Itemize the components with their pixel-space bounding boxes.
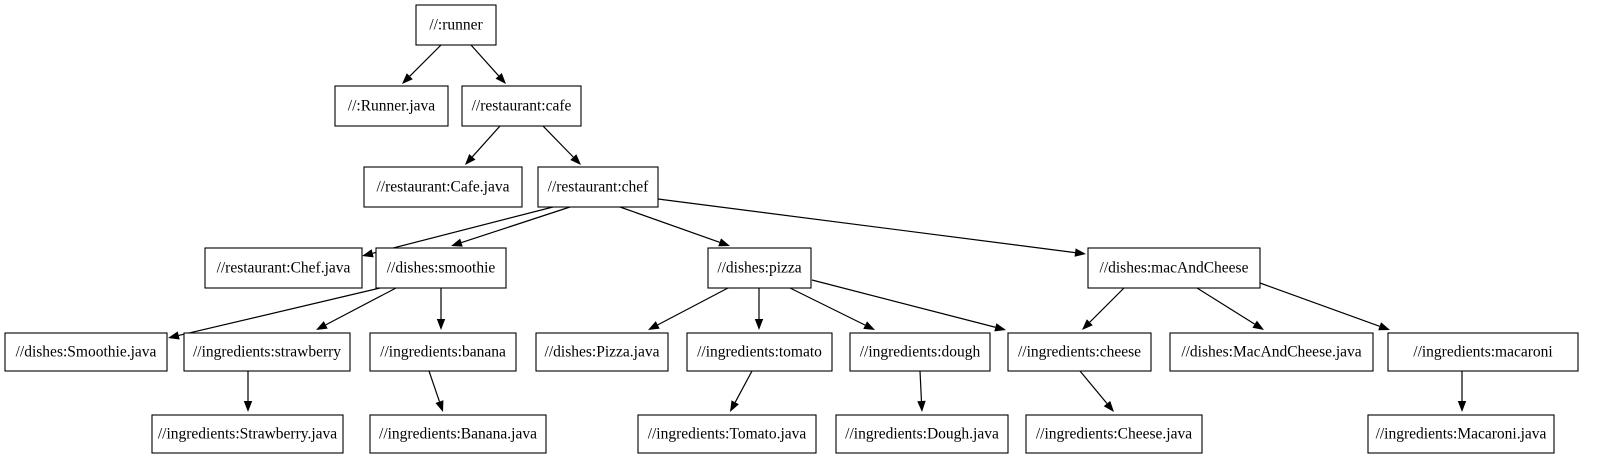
graph-node-Tomato.java[interactable]: //ingredients:Tomato.java	[637, 414, 817, 454]
node-box-Macaroni.java	[1367, 414, 1555, 454]
graph-node-cheese[interactable]: //ingredients:cheese	[1007, 332, 1152, 372]
edge-chef-to-smoothie	[451, 206, 571, 247]
node-label-Dough.java: //ingredients:Dough.java	[845, 426, 999, 443]
node-box-macAndCheese	[1087, 247, 1261, 289]
node-box-Banana.java	[369, 414, 547, 454]
graph-node-Cafe.java[interactable]: //restaurant:Cafe.java	[363, 166, 523, 208]
node-box-Dough.java	[835, 414, 1009, 454]
node-box-chef	[537, 166, 659, 208]
node-label-cheese: //ingredients:cheese	[1018, 344, 1141, 361]
graph-node-macAndCheese[interactable]: //dishes:macAndCheese	[1087, 247, 1261, 289]
node-layer: //:runner //:Runner.java //restaurant:cafe…	[4, 4, 1579, 454]
node-box-pizza	[707, 247, 812, 289]
edge-cafe-to-Cafe.java	[465, 125, 501, 165]
graph-node-Chef.java[interactable]: //restaurant:Chef.java	[204, 247, 363, 289]
graph-node-strawberry[interactable]: //ingredients:strawberry	[183, 332, 351, 372]
node-box-macaroni	[1387, 332, 1579, 372]
node-label-Runner.java: //:Runner.java	[348, 98, 436, 115]
node-label-runner: //:runner	[429, 17, 483, 34]
edge-banana-to-Banana.java	[428, 370, 444, 412]
edge-runner-to-cafe	[470, 44, 506, 84]
graph-node-banana[interactable]: //ingredients:banana	[369, 332, 517, 372]
node-box-Strawberry.java	[151, 414, 344, 454]
graph-node-Pizza.java[interactable]: //dishes:Pizza.java	[535, 332, 669, 372]
node-label-smoothie: //dishes:smoothie	[387, 260, 496, 277]
node-box-Runner.java	[334, 85, 449, 127]
node-box-Cheese.java	[1025, 414, 1203, 454]
node-label-tomato: //ingredients:tomato	[697, 344, 822, 361]
node-label-chef: //restaurant:chef	[548, 179, 650, 196]
edge-macAndCheese-to-macaroni	[1259, 282, 1390, 331]
node-box-runner	[415, 4, 497, 46]
node-box-cafe	[461, 85, 582, 127]
graph-node-Dough.java[interactable]: //ingredients:Dough.java	[835, 414, 1009, 454]
edge-tomato-to-Tomato.java	[730, 370, 753, 412]
node-label-Tomato.java: //ingredients:Tomato.java	[648, 426, 807, 443]
node-box-tomato	[686, 332, 833, 372]
node-box-strawberry	[183, 332, 351, 372]
node-box-smoothie	[375, 247, 507, 289]
graph-node-smoothie[interactable]: //dishes:smoothie	[375, 247, 507, 289]
graph-node-chef[interactable]: //restaurant:chef	[537, 166, 659, 208]
graph-node-runner[interactable]: //:runner	[415, 4, 497, 46]
graph-node-Smoothie.java[interactable]: //dishes:Smoothie.java	[4, 332, 168, 372]
edge-pizza-to-tomato	[754, 288, 764, 330]
graph-node-Banana.java[interactable]: //ingredients:Banana.java	[369, 414, 547, 454]
graph-node-macaroni[interactable]: //ingredients:macaroni	[1387, 332, 1579, 372]
node-box-dough	[849, 332, 991, 372]
node-label-strawberry: //ingredients:strawberry	[193, 344, 341, 361]
node-box-cheese	[1007, 332, 1152, 372]
graph-node-pizza[interactable]: //dishes:pizza	[707, 247, 812, 289]
node-box-Tomato.java	[637, 414, 817, 454]
node-box-Pizza.java	[535, 332, 669, 372]
graph-node-Cheese.java[interactable]: //ingredients:Cheese.java	[1025, 414, 1203, 454]
graph-node-Runner.java[interactable]: //:Runner.java	[334, 85, 449, 127]
edge-smoothie-to-strawberry	[316, 287, 397, 330]
edge-chef-to-macAndCheese	[657, 198, 1086, 257]
edge-runner-to-Runner.java	[402, 44, 442, 84]
node-label-banana: //ingredients:banana	[380, 344, 506, 361]
node-box-Chef.java	[204, 247, 363, 289]
graph-node-cafe[interactable]: //restaurant:cafe	[461, 85, 582, 127]
graph-node-MacAndCheese.java[interactable]: //dishes:MacAndCheese.java	[1169, 332, 1374, 372]
node-label-Cafe.java: //restaurant:Cafe.java	[377, 179, 510, 196]
graph-node-tomato[interactable]: //ingredients:tomato	[686, 332, 833, 372]
node-label-macAndCheese: //dishes:macAndCheese	[1100, 260, 1249, 277]
edge-smoothie-to-banana	[436, 288, 446, 330]
edge-macAndCheese-to-MacAndCheese.java	[1196, 287, 1264, 330]
node-label-Strawberry.java: //ingredients:Strawberry.java	[158, 426, 337, 443]
node-label-MacAndCheese.java: //dishes:MacAndCheese.java	[1181, 344, 1361, 361]
node-label-Cheese.java: //ingredients:Cheese.java	[1036, 426, 1192, 443]
edge-chef-to-pizza	[619, 206, 730, 247]
node-label-Chef.java: //restaurant:Chef.java	[217, 260, 351, 277]
node-label-dough: //ingredients:dough	[860, 344, 981, 361]
node-label-macaroni: //ingredients:macaroni	[1413, 344, 1553, 361]
edge-cheese-to-Cheese.java	[1079, 370, 1114, 412]
edge-pizza-to-dough	[789, 287, 875, 330]
graph-node-dough[interactable]: //ingredients:dough	[849, 332, 991, 372]
edge-layer	[168, 44, 1467, 412]
node-box-Smoothie.java	[4, 332, 168, 372]
node-label-Macaroni.java: //ingredients:Macaroni.java	[1376, 426, 1547, 443]
graph-node-Strawberry.java[interactable]: //ingredients:Strawberry.java	[151, 414, 344, 454]
node-box-banana	[369, 332, 517, 372]
node-label-Pizza.java: //dishes:Pizza.java	[545, 344, 660, 361]
edge-smoothie-to-Smoothie.java	[168, 287, 381, 340]
edge-dough-to-Dough.java	[917, 370, 926, 412]
edge-macaroni-to-Macaroni.java	[1457, 371, 1467, 412]
edge-cafe-to-chef	[542, 125, 581, 165]
graph-node-Macaroni.java[interactable]: //ingredients:Macaroni.java	[1367, 414, 1555, 454]
edge-chef-to-Chef.java	[362, 206, 554, 258]
node-label-pizza: //dishes:pizza	[717, 260, 801, 277]
edge-pizza-to-Pizza.java	[648, 287, 729, 330]
edge-macAndCheese-to-cheese	[1082, 287, 1125, 330]
edge-pizza-to-cheese	[811, 279, 1006, 332]
node-label-Banana.java: //ingredients:Banana.java	[379, 426, 537, 443]
node-label-cafe: //restaurant:cafe	[472, 98, 572, 115]
node-label-Smoothie.java: //dishes:Smoothie.java	[16, 344, 157, 361]
node-box-Cafe.java	[363, 166, 523, 208]
edge-strawberry-to-Strawberry.java	[243, 371, 253, 412]
node-box-MacAndCheese.java	[1169, 332, 1374, 372]
